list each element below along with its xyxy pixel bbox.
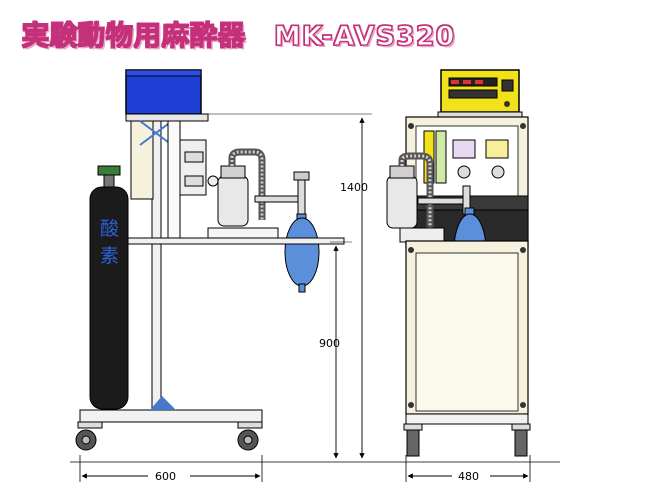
side-base-platform (79, 409, 263, 423)
side-frame (167, 120, 181, 240)
front-canister-cap (389, 165, 415, 179)
side-top-shelf (125, 113, 209, 122)
side-table-bracket (207, 227, 279, 239)
oxygen-cylinder-neck (103, 174, 115, 188)
side-flowmeter-box (179, 139, 207, 196)
side-base-brace (150, 396, 176, 410)
front-caster-left (406, 429, 420, 457)
vaporizer-left (452, 139, 476, 159)
dim-width-front: 480 (458, 470, 479, 483)
side-knob-2 (184, 175, 204, 187)
side-bag-tail (298, 283, 306, 293)
front-absorber-canister (386, 175, 418, 229)
side-pipe-cap (293, 171, 310, 181)
side-table-top (125, 237, 345, 245)
monitor-bezel (125, 69, 202, 77)
vaporizer-knob-left (457, 165, 471, 179)
cylinder-label-char1: 酸 (100, 218, 119, 240)
dim-width-side: 600 (155, 470, 176, 483)
front-pipe-h (417, 197, 471, 205)
flowmeter-tube-2 (435, 130, 447, 184)
cylinder-label-char2: 素 (100, 245, 119, 267)
front-lower-inner (415, 252, 519, 412)
monitor-screen (125, 69, 202, 115)
control-display (448, 77, 498, 87)
side-caster-mount-left (77, 421, 103, 429)
dim-height-table: 900 (319, 337, 340, 350)
front-caster-mount-left (403, 423, 423, 431)
side-absorber-canister (217, 175, 249, 227)
side-caster-mount-right (237, 421, 263, 429)
dimension-lines: 1400 900 600 480 (70, 113, 560, 483)
vaporizer-right (485, 139, 509, 159)
front-view-machine (386, 69, 531, 457)
display-led-2 (463, 80, 471, 84)
vaporizer-knob-right (491, 165, 505, 179)
side-valve-knob (207, 175, 219, 187)
oxygen-cylinder-valve (97, 165, 121, 176)
control-display-2 (448, 89, 498, 99)
side-canister-cap (220, 165, 246, 179)
side-rear-panel (130, 120, 154, 200)
oxygen-cylinder (89, 186, 129, 410)
front-pipe-base (399, 227, 445, 243)
page-title: 実験動物用麻酔器 MK-AVS320 (21, 20, 456, 52)
display-led-1 (451, 80, 459, 84)
side-knob-1 (184, 151, 204, 163)
control-knob (504, 101, 510, 107)
side-breathing-bag (284, 217, 320, 287)
side-view-machine: 酸 素 (75, 69, 345, 451)
dim-height-total: 1400 (340, 181, 368, 194)
display-led-3 (475, 80, 483, 84)
panel-stand (437, 111, 523, 118)
front-base (405, 413, 529, 425)
top-brace-2 (139, 120, 173, 146)
front-caster-mount-right (511, 423, 531, 431)
control-switch (501, 79, 514, 92)
front-caster-right (514, 429, 528, 457)
